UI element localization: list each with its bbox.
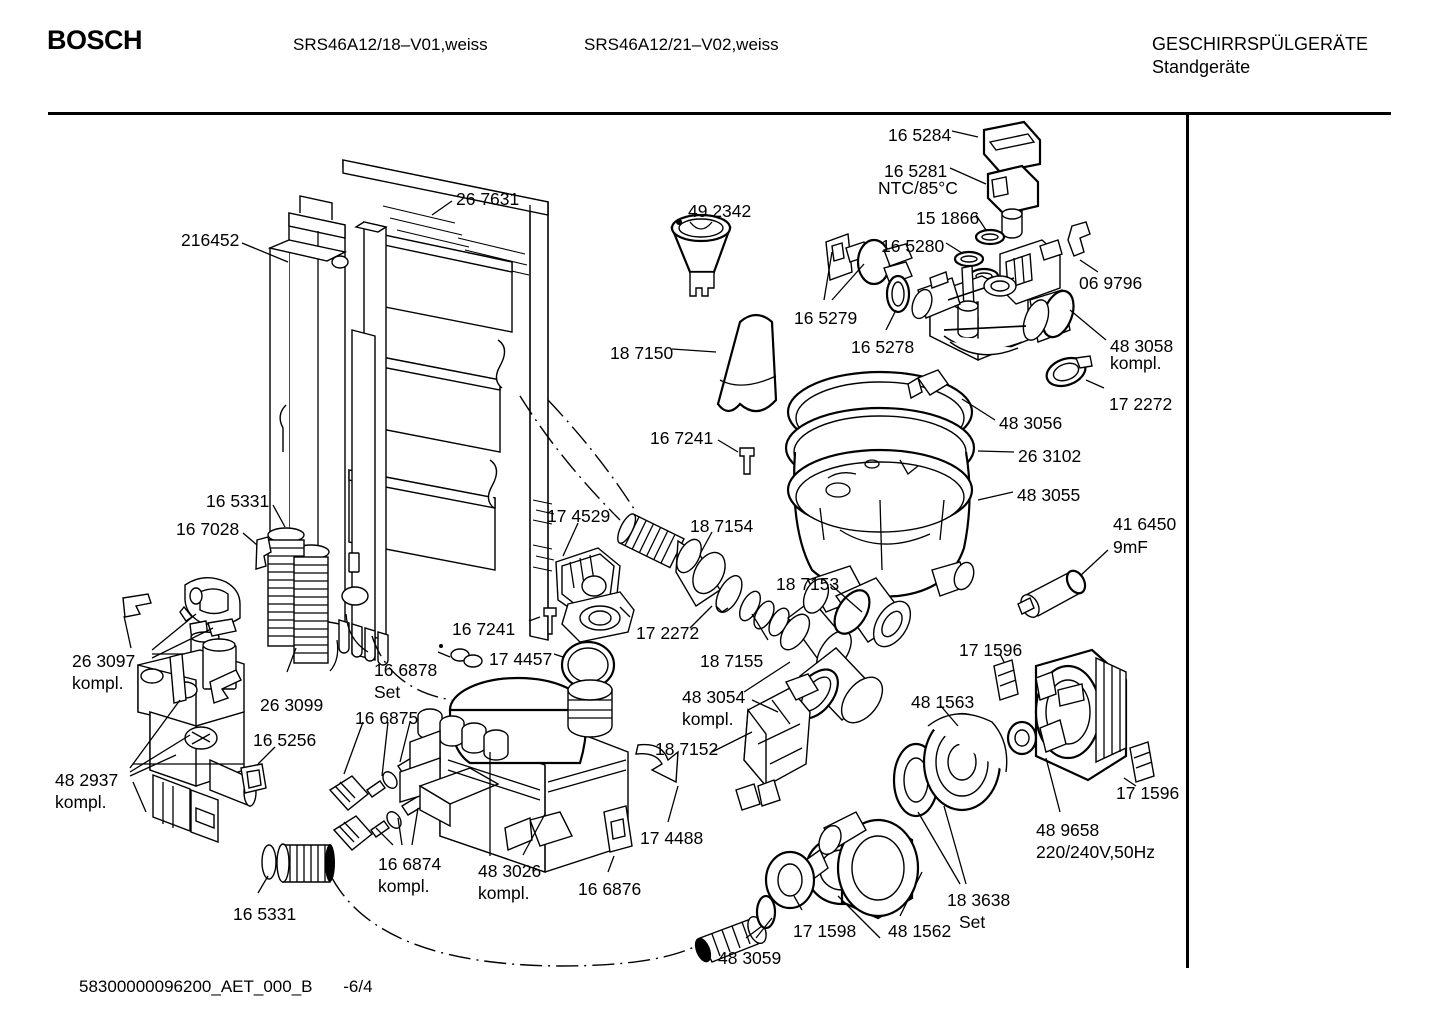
diverter-483054: [711, 661, 820, 811]
part-label-kompl: kompl.: [378, 876, 430, 896]
part-label-16-5331: 16 5331: [206, 491, 270, 511]
part-label-9mf: 9mF: [1113, 537, 1148, 557]
part-label-220-240v-50hz: 220/240V,50Hz: [1036, 842, 1156, 862]
orings-165280: [945, 242, 1000, 285]
valve-assembly-482937: [129, 638, 257, 844]
part-label-set: Set: [959, 912, 986, 932]
softener-483026: [399, 640, 679, 873]
part-label-17-2272: 17 2272: [1109, 394, 1173, 414]
part-label-16-5331: 16 5331: [233, 904, 297, 924]
part-165256: [240, 746, 276, 794]
part-label-16-6874: 16 6874: [378, 854, 442, 874]
footer: 58300000096200_AET_000_B -6/4: [79, 977, 373, 997]
part-label-48-3026: 48 3026: [478, 861, 542, 881]
category-line-2: Standgeräte: [1152, 57, 1251, 78]
part-label-16-7241: 16 7241: [452, 619, 516, 639]
part-label-49-2342: 49 2342: [688, 201, 752, 221]
part-label-kompl: kompl.: [478, 883, 530, 903]
part-label-ntc-85-c: NTC/85°C: [878, 178, 958, 198]
part-label-16-5279: 16 5279: [794, 308, 858, 328]
part-label-48-3056: 48 3056: [999, 413, 1063, 433]
part-label-26-3097: 26 3097: [72, 651, 136, 671]
part-label-41-6450: 41 6450: [1113, 514, 1177, 534]
part-label-18-7154: 18 7154: [690, 516, 754, 536]
model-code-right: SRS46A12/21–V02,weiss: [584, 35, 779, 54]
bracket-174529: [528, 522, 635, 643]
page-number: -6/4: [343, 977, 373, 996]
part-label-18-7152: 18 7152: [655, 739, 719, 759]
part-label-17-4529: 17 4529: [547, 506, 611, 526]
document-id: 58300000096200_AET_000_B: [79, 977, 313, 996]
part-label-26-7631: 26 7631: [456, 189, 520, 209]
clamp-172272-right: [1045, 355, 1105, 389]
category-line-1: GESCHIRRSPÜLGERÄTE: [1152, 34, 1369, 54]
part-label-17-1596: 17 1596: [959, 640, 1023, 660]
part-label-216452: 216452: [181, 230, 240, 250]
part-label-48-9658: 48 9658: [1036, 820, 1100, 840]
part-label-16-7241: 16 7241: [650, 428, 714, 448]
part-label-17-2272: 17 2272: [636, 623, 700, 643]
part-label-48-3058: 48 3058: [1110, 336, 1174, 356]
part-label-17-1596: 17 1596: [1116, 783, 1180, 803]
part-label-06-9796: 06 9796: [1079, 273, 1143, 293]
part-label-15-1866: 15 1866: [916, 208, 980, 228]
part-label-16-7028: 16 7028: [176, 519, 240, 539]
heater-block-483058: [911, 239, 1107, 362]
part-label-16-5278: 16 5278: [851, 337, 915, 357]
category-heading: GESCHIRRSPÜLGERÄTE Standgeräte: [1152, 33, 1368, 79]
capacitor-416450: [1017, 549, 1109, 618]
funnel-492342: [670, 213, 732, 297]
part-label-16-5284: 16 5284: [888, 125, 952, 145]
hose-chain-187154: [617, 513, 884, 724]
part-label-48-1562: 48 1562: [888, 921, 952, 941]
part-label-16-6875: 16 6875: [355, 708, 419, 728]
part-label-18-3638: 18 3638: [947, 890, 1011, 910]
part-label-16-6876: 16 6876: [578, 879, 642, 899]
part-label-18-7150: 18 7150: [610, 343, 674, 363]
dispenser-assembly-263097: [122, 577, 241, 690]
part-label-16-5280: 16 5280: [881, 236, 945, 256]
bellows-hoses-left: [242, 504, 339, 673]
header-divider-rule: [48, 112, 1391, 115]
part-label-16-5256: 16 5256: [253, 730, 317, 750]
cover-187150: [671, 313, 778, 413]
part-label-16-6878: 16 6878: [374, 660, 438, 680]
part-label-17-1598: 17 1598: [793, 921, 857, 941]
part-label-set: Set: [374, 682, 401, 702]
sump-assembly: [784, 369, 1015, 648]
screw-167241-upper: [717, 439, 755, 475]
bosch-logo: BOSCH: [47, 25, 143, 55]
right-column-divider: [1186, 113, 1189, 968]
door-panel-assembly: [241, 159, 555, 666]
part-label-kompl: kompl.: [55, 792, 107, 812]
part-label-17-4457: 17 4457: [489, 649, 553, 669]
part-label-18-7155: 18 7155: [700, 651, 764, 671]
part-label-48-1563: 48 1563: [911, 692, 975, 712]
part-label-48-3054: 48 3054: [682, 687, 746, 707]
part-label-kompl: kompl.: [682, 709, 734, 729]
part-label-48-3055: 48 3055: [1017, 485, 1081, 505]
part-label-17-4488: 17 4488: [640, 828, 704, 848]
part-label-26-3099: 26 3099: [260, 695, 324, 715]
terminal-069796: [1067, 221, 1099, 273]
part-label-18-7153: 18 7153: [776, 574, 840, 594]
part-label-48-2937: 48 2937: [55, 770, 119, 790]
part-label-kompl: kompl.: [1110, 353, 1162, 373]
fittings-left-166875-166874: [328, 613, 429, 851]
part-label-48-3059: 48 3059: [718, 948, 782, 968]
model-code-left: SRS46A12/18–V01,weiss: [293, 35, 488, 54]
part-label-26-3102: 26 3102: [1018, 446, 1082, 466]
part-label-16-5281: 16 5281: [884, 161, 948, 181]
part-label-kompl: kompl.: [72, 673, 124, 693]
